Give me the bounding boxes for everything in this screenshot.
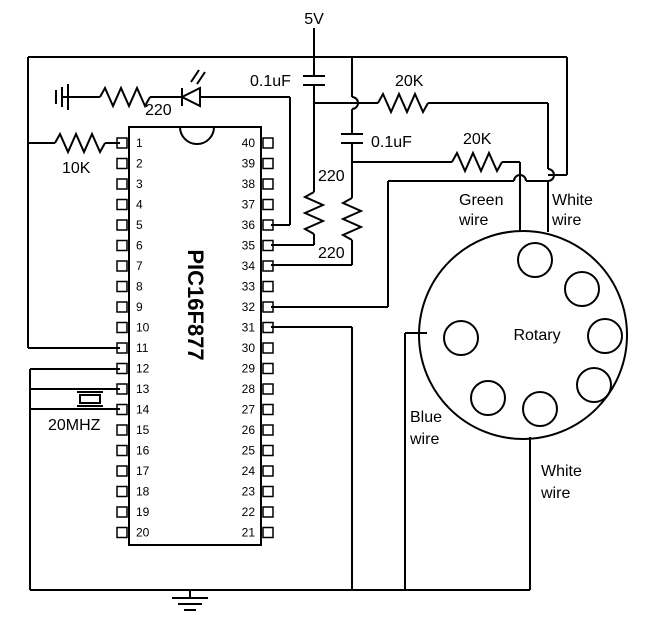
pin-right-box [262,362,274,375]
pin-left-box [116,157,128,170]
pin-right-number: 27 [242,403,256,417]
pin-left-number: 19 [136,505,150,519]
pin-right-box [262,485,274,498]
pin-left-box [116,526,128,539]
pin-left-number: 7 [136,259,143,273]
pin-left-number: 2 [136,157,143,171]
pin-right-box [262,403,274,416]
pin-left-box [116,219,128,231]
pin-left-number: 8 [136,280,143,294]
pin-right-box [262,444,274,457]
blue-wire-label-1: Blue [410,409,442,426]
green-wire-label-2: wire [458,212,488,229]
pin-right-number: 24 [242,464,256,478]
pin-left-number: 1 [136,136,143,150]
pin-left-box [116,260,128,272]
pin-right-box [262,342,274,354]
pin-left-number: 18 [136,485,150,499]
ic-body [128,126,262,546]
pin-left-number: 17 [136,464,150,478]
pin-right-number: 40 [242,136,256,150]
r-20k-mid-label: 20K [463,131,492,148]
pin-right-number: 38 [242,177,256,191]
white-wire-bottom-label-1: White [541,463,582,480]
pin-left-box [116,465,128,477]
pin-right-number: 39 [242,157,256,171]
r-220-b-label: 220 [318,245,345,262]
pin-left-box [116,178,128,190]
r-pullup-label: 10K [62,160,91,177]
pin-right-number: 31 [242,321,256,335]
pin-left-number: 15 [136,423,150,437]
pin-left-box [116,280,128,293]
green-wire-label-1: Green [459,192,503,209]
pin-right-number: 32 [242,300,256,314]
pin-left-number: 16 [136,444,150,458]
pin-left-number: 10 [136,321,150,335]
pin-left-box [116,239,128,252]
pin-left-box [116,444,128,457]
pin-left-box [116,506,128,518]
rotary-label: Rotary [513,327,560,344]
ic-pins-right: 40 39 38 37 36 35 34 33 32 31 30 29 28 27 26 25 24 23 22 21 [242,136,274,540]
pin-left-box [116,198,128,211]
crystal-label: 20MHZ [48,417,101,434]
pin-left-box [116,301,128,313]
pin-left-number: 3 [136,177,143,191]
white-wire-bottom-label-2: wire [540,485,570,502]
pin-right-box [262,157,274,170]
pin-right-box [262,506,274,518]
pin-right-number: 30 [242,341,256,355]
pin-left-number: 14 [136,403,150,417]
white-wire-top-label-1: White [552,192,593,209]
pin-left-box [116,424,128,436]
blue-wire-label-2: wire [409,431,439,448]
r-220-a-label: 220 [318,168,345,185]
pin-left-box [116,321,128,334]
chip-label: PIC16F877 [183,249,208,360]
r-20k-top-label: 20K [395,73,424,90]
pin-right-number: 21 [242,526,256,540]
pin-left-number: 4 [136,198,143,212]
pin-right-number: 23 [242,485,256,499]
pin-right-box [262,178,274,190]
pin-right-box [262,465,274,477]
pin-right-box [262,198,274,211]
pin-left-number: 12 [136,362,150,376]
pin-right-box [262,383,274,395]
cap-top-label: 0.1uF [250,73,291,90]
pin-right-number: 22 [242,505,256,519]
pin-left-number: 11 [136,341,149,355]
pin-right-number: 33 [242,280,256,294]
pin-left-number: 20 [136,526,150,540]
pin-right-box [262,280,274,293]
pin-right-number: 25 [242,444,256,458]
ic-notch [179,126,215,145]
pin-left-box [116,485,128,498]
supply-label: 5V [304,11,324,28]
pin-right-box [262,526,274,539]
pin-right-number: 36 [242,218,256,232]
r-led-label: 220 [145,102,172,119]
white-wire-top-label-2: wire [551,212,581,229]
pin-left-number: 6 [136,239,143,253]
pin-right-number: 34 [242,259,256,273]
pin-right-box [262,424,274,436]
pin-left-number: 9 [136,300,143,314]
pin-right-number: 29 [242,362,256,376]
rotary-switch [418,230,628,440]
pin-left-number: 13 [136,382,150,396]
cap-mid-label: 0.1uF [371,134,412,151]
pin-right-number: 28 [242,382,256,396]
pin-right-number: 35 [242,239,256,253]
pin-left-number: 5 [136,218,143,232]
pin-right-number: 26 [242,423,256,437]
pin-right-number: 37 [242,198,256,212]
pin-right-box [262,137,274,149]
